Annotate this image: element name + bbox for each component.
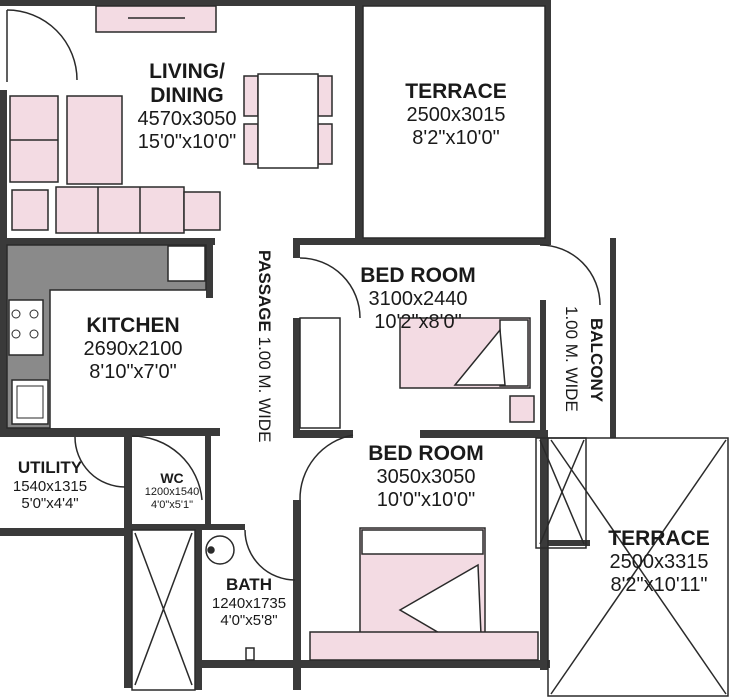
terrace-right-metric: 2500x3315 [609,551,709,574]
wc-label: WC 1200x1540 4'0"x5'1" [145,470,199,511]
terrace-right-label: TERRACE 2500x3315 8'2"x10'11" [608,527,710,597]
bath-label: BATH 1240x1735 4'0"x5'8" [212,575,286,629]
bedroom2-furniture [309,527,539,661]
terrace-top-name: TERRACE [405,80,507,103]
passage-width: 1.00 M. WIDE [255,336,274,443]
kitchen-name: KITCHEN [86,314,180,337]
bath-fixtures [205,535,255,661]
living-label: LIVING/ DINING 4570x3050 15'0"x10'0" [138,60,237,154]
bedroom2-metric: 3050x3050 [376,466,476,489]
terrace-right-name: TERRACE [608,527,710,550]
balcony-width-label: 1.00 M. WIDE [561,306,581,412]
utility-name: UTILITY [17,458,83,477]
balcony-label: BALCONY [586,318,606,402]
kitchen-label: KITCHEN 2690x2100 8'10"x7'0" [84,314,183,384]
wc-imperial: 4'0"x5'1" [151,498,193,511]
bath-metric: 1240x1735 [211,594,287,612]
bedroom2-label: BED ROOM 3050x3050 10'0"x10'0" [368,442,484,512]
living-name-2: DINING [150,84,224,108]
passage-label: PASSAGE 1.00 M. WIDE [254,250,274,442]
terrace-top-imperial: 8'2"x10'0" [412,127,500,150]
wc-name: WC [160,470,184,486]
balcony-name: BALCONY [587,318,606,403]
kitchen-counter [6,244,207,429]
bedroom1-metric: 3100x2440 [368,288,468,311]
bath-name: BATH [226,575,272,594]
passage-name: PASSAGE [255,250,274,332]
terrace-top-label: TERRACE 2500x3015 8'2"x10'0" [405,80,507,150]
utility-imperial: 5'0"x4'4" [21,494,79,512]
kitchen-imperial: 8'10"x7'0" [89,361,177,384]
bedroom2-name: BED ROOM [368,442,484,465]
bedroom1-furniture [299,317,535,429]
living-metric: 4570x3050 [137,108,237,131]
bedroom2-imperial: 10'0"x10'0" [376,489,476,512]
living-name-1: LIVING/ [149,60,225,83]
bedroom1-name: BED ROOM [360,264,476,287]
bedroom1-imperial: 10'2"x8'0" [374,311,462,334]
utility-metric: 1540x1315 [12,477,88,495]
living-furniture [9,5,333,234]
terrace-right-imperial: 8'2"x10'11" [610,574,708,597]
balcony-width: 1.00 M. WIDE [562,306,581,412]
room-outlines [131,5,729,697]
bedroom1-label: BED ROOM 3100x2440 10'2"x8'0" [360,264,476,334]
wc-metric: 1200x1540 [144,486,200,499]
bath-imperial: 4'0"x5'8" [220,611,278,629]
kitchen-metric: 2690x2100 [83,338,183,361]
living-imperial: 15'0"x10'0" [137,131,237,154]
walls [0,0,616,690]
doors [6,9,601,581]
utility-label: UTILITY 1540x1315 5'0"x4'4" [13,458,87,512]
terrace-top-metric: 2500x3015 [406,104,506,127]
